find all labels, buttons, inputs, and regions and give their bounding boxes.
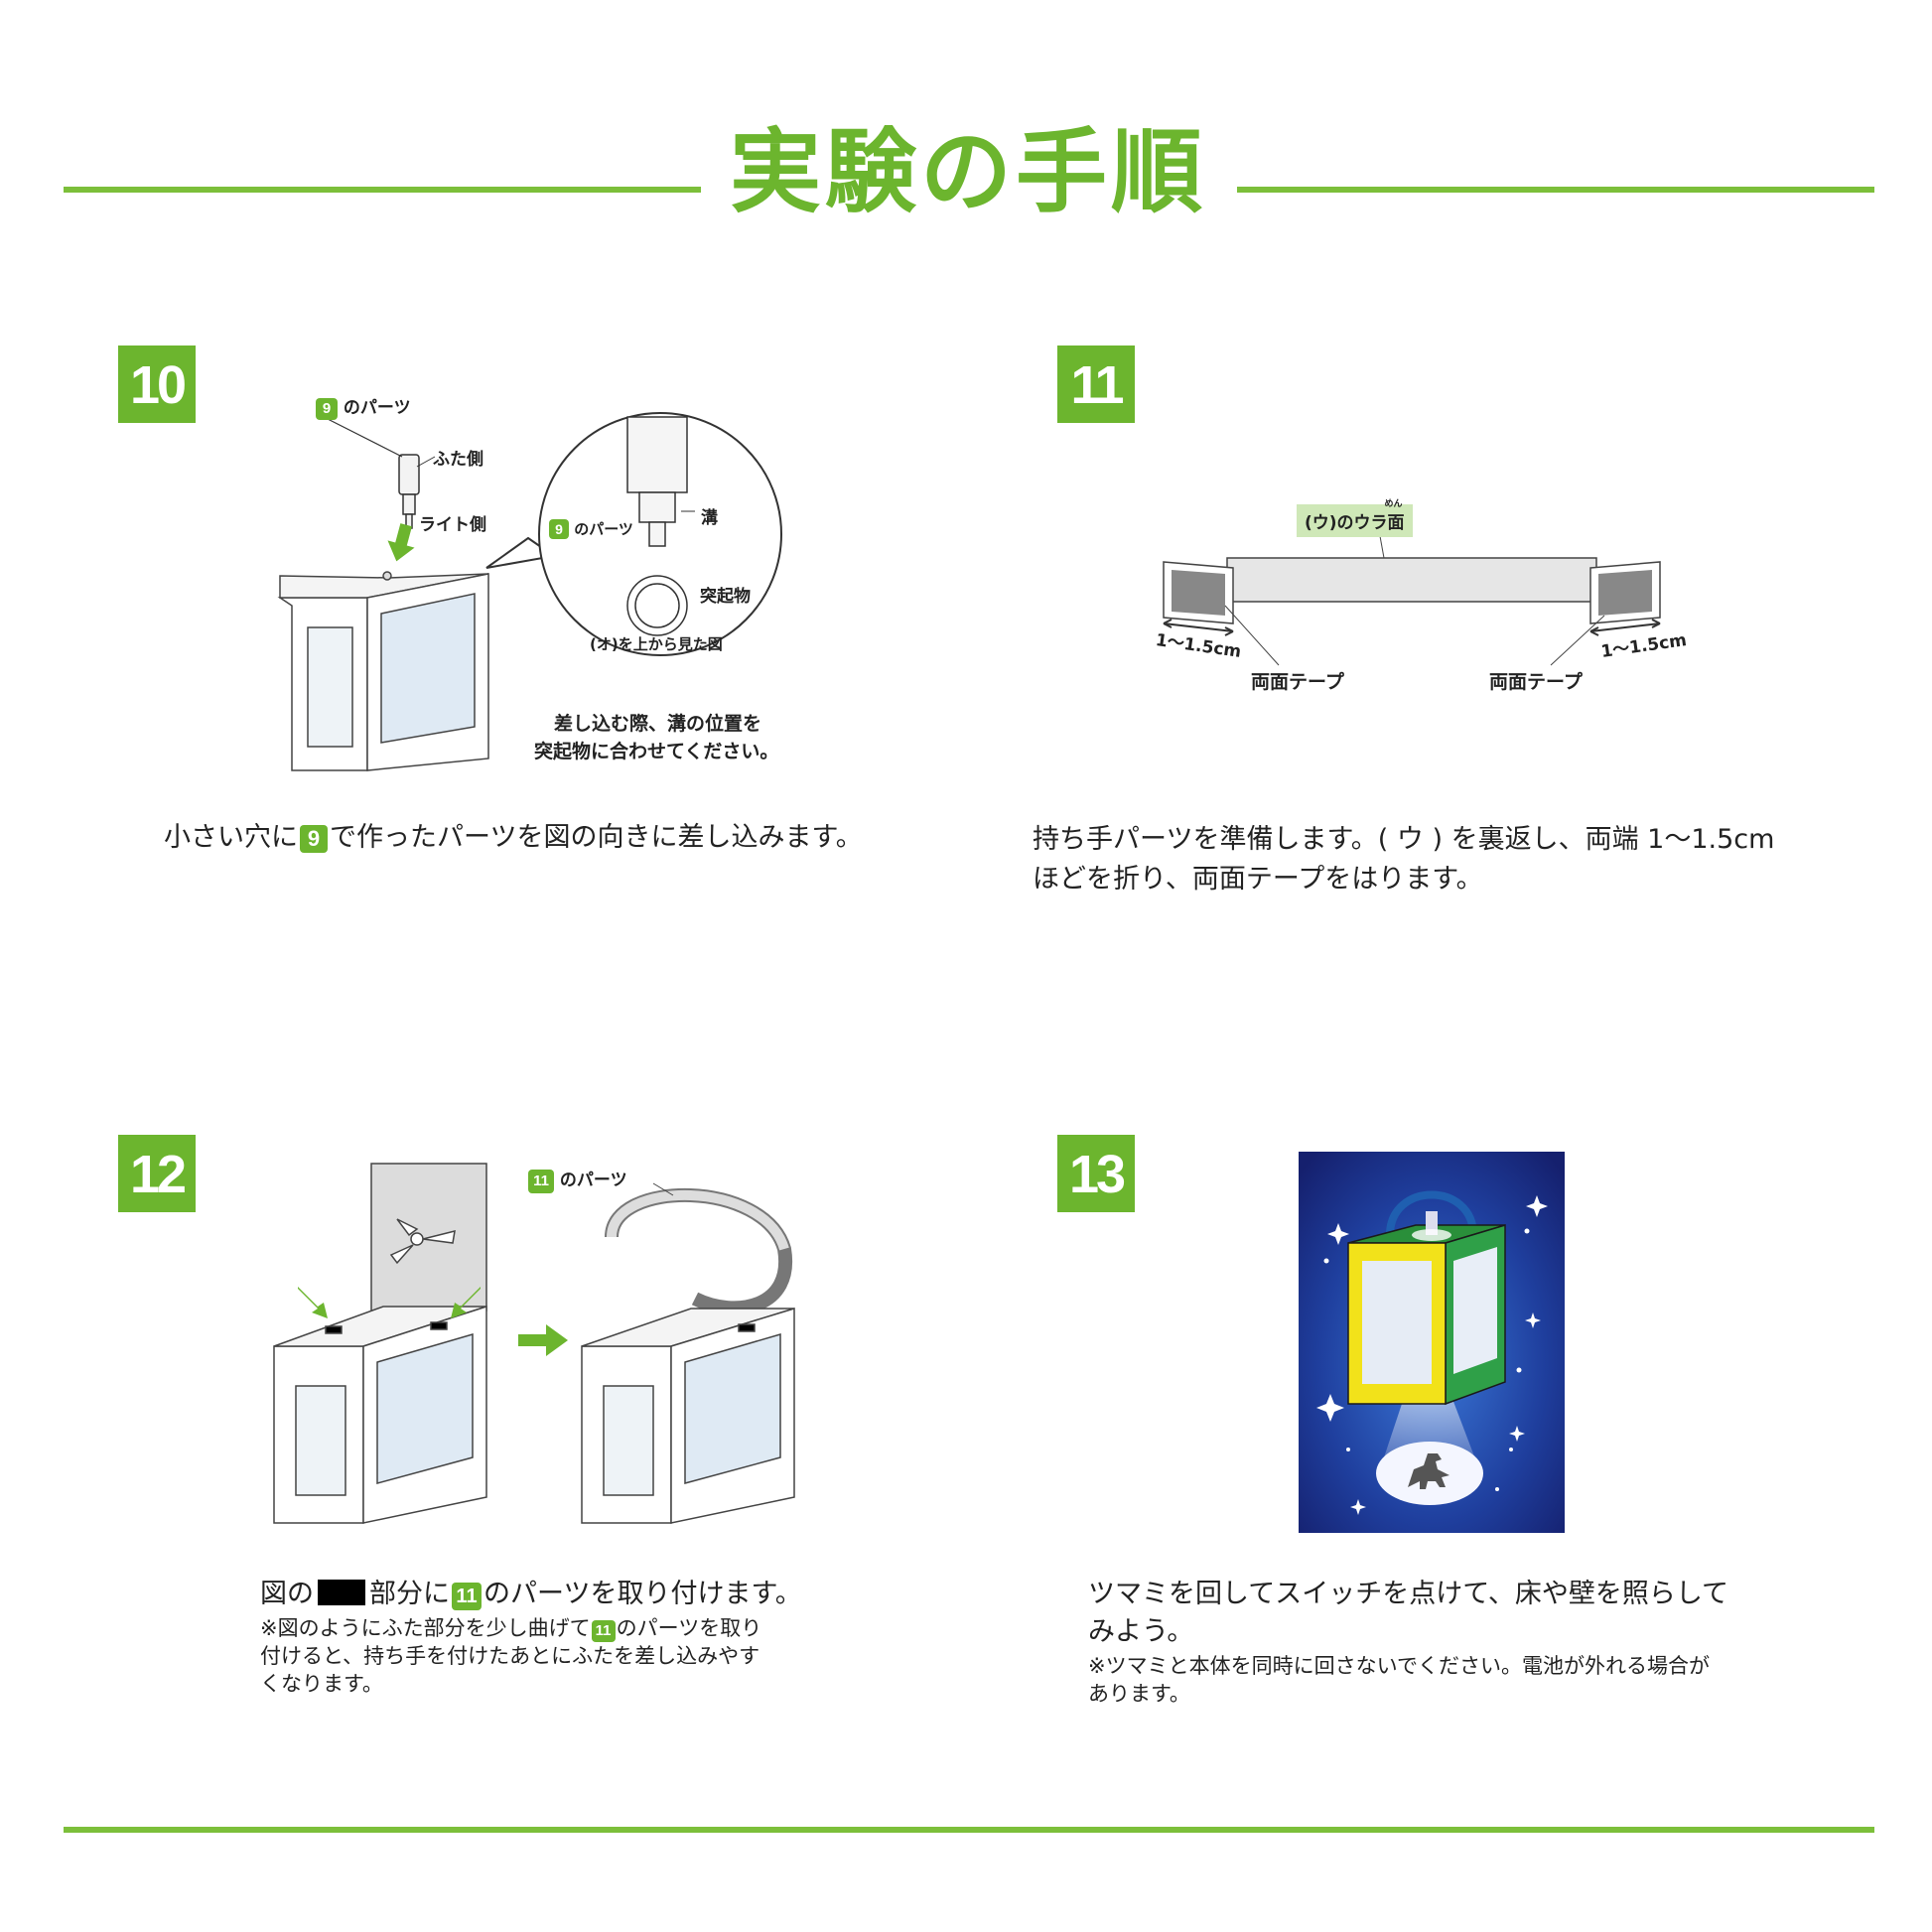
top-view-label: (オ)を上から見た図: [590, 635, 723, 653]
footer-rule: [64, 1827, 1874, 1833]
fan-icon: [389, 1218, 456, 1265]
protrusion-label: 突起物: [700, 587, 751, 607]
light-side-label: ライト側: [419, 515, 486, 535]
black-area-marker: [318, 1580, 365, 1605]
tape-right-label: 両面テープ: [1489, 671, 1583, 693]
step-12-number: 12: [118, 1135, 196, 1212]
back-side-label: (ウ)のウラ面 めん: [1297, 499, 1413, 537]
box-icon: [277, 571, 489, 771]
step-11-illustration: [1163, 536, 1661, 666]
step-10-number: 10: [118, 345, 196, 423]
page-title: 実験の手順: [729, 119, 1206, 225]
tape-left-label: 両面テープ: [1251, 671, 1344, 693]
step-12-note-line2: 付けると、持ち手を付けたあとにふたを差し込みやす: [260, 1644, 760, 1668]
step-13-text-line1: ツマミを回してスイッチを点けて、床や壁を照らして: [1088, 1579, 1729, 1609]
header-rule-right: [1237, 187, 1874, 193]
lid-side-label: ふた側: [433, 450, 483, 470]
caution-line1: 差し込む際、溝の位置を: [554, 713, 762, 735]
header-rule-left: [64, 187, 701, 193]
step-12-note-line3: くなります。: [260, 1672, 383, 1696]
step-12-illustration: [273, 1163, 795, 1524]
parts-9-label: 9 のパーツ: [316, 393, 411, 420]
groove-label: 溝: [701, 508, 718, 528]
step-13-note-line1: ※ツマミと本体を同時に回さないでください。電池が外れる場合が: [1088, 1654, 1710, 1678]
step-13-text-line2: みよう。: [1088, 1616, 1194, 1647]
caution-line2: 突起物に合わせてください。: [534, 741, 779, 762]
dinosaur-icon: [1408, 1453, 1449, 1489]
step-13-note-line2: あります。: [1088, 1682, 1190, 1706]
step-11-text-line2: ほどを折り、両面テープをはります。: [1033, 864, 1483, 895]
zoom-parts-label: 9 のパーツ: [549, 518, 633, 539]
step-13-number: 13: [1057, 1135, 1135, 1212]
right-arrow-icon: [518, 1324, 568, 1356]
step-11-number: 11: [1057, 345, 1135, 423]
pointer-arrow-icon: [298, 1287, 328, 1318]
step-11-text-line1: 持ち手パーツを準備します。( ウ ) を裏返し、両端 1〜1.5cm: [1033, 824, 1775, 855]
pointer-arrow-icon: [451, 1287, 481, 1318]
part-9-icon: [398, 454, 420, 529]
parts-11-label: 11 のパーツ: [528, 1166, 627, 1193]
step-13-illustration: [1299, 1152, 1565, 1533]
sparkle-icon: [1316, 1195, 1548, 1515]
down-arrow-icon: [387, 523, 415, 562]
step-10-illustration: [277, 412, 782, 771]
